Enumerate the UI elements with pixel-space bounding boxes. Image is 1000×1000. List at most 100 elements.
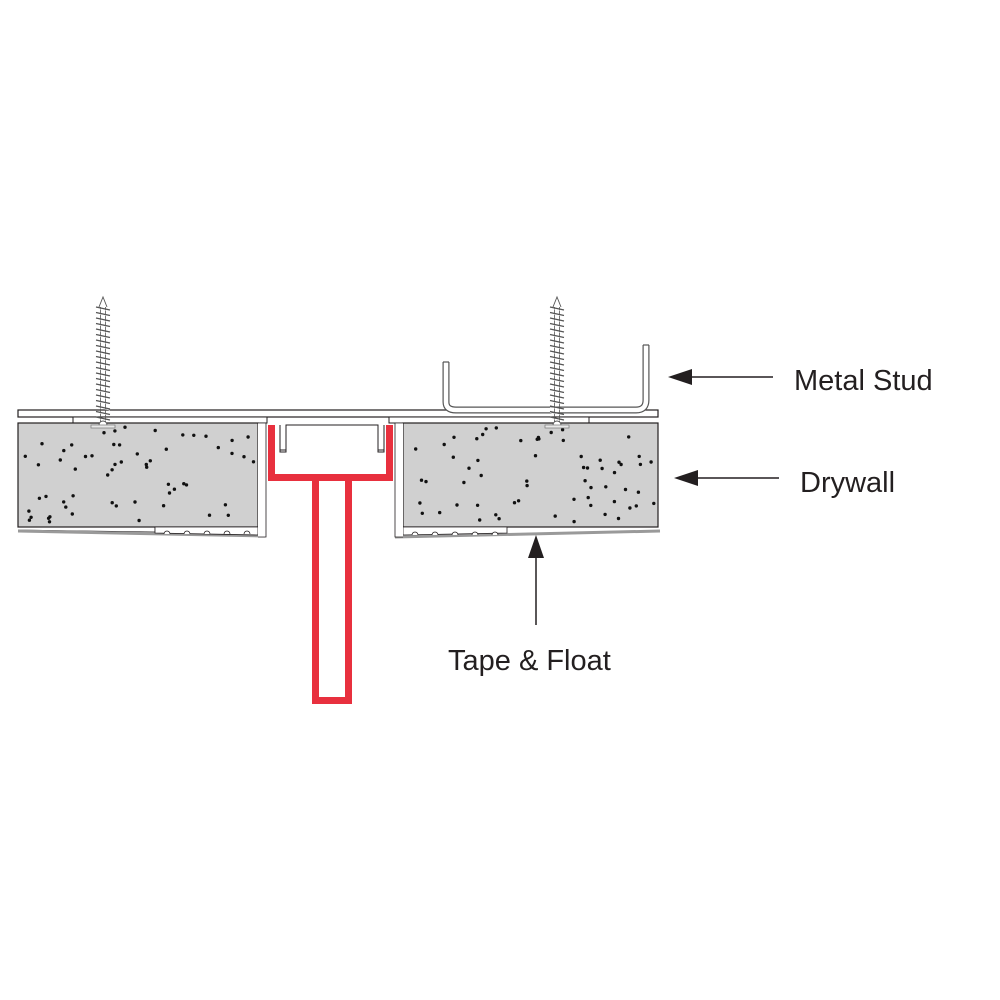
speckle-dot [451,455,455,459]
speckle-dot [144,462,148,467]
speckle-dot [627,435,631,439]
speckle-dot [230,451,234,456]
speckle-dot [419,478,424,482]
label-tape-float: Tape & Float [448,645,611,677]
tape-bump [243,530,251,535]
tape-bump [203,530,211,535]
tape-bump [431,531,439,536]
speckle-dot [223,503,228,507]
speckle-dot [612,470,617,475]
speckle-dot [652,501,656,506]
speckle-dot [598,458,602,462]
drywall-arrow [674,470,779,486]
speckle-dot [242,455,246,459]
speckle-dot [46,516,51,520]
tape-bump [471,531,479,536]
speckle-dot [40,442,44,446]
label-drywall: Drywall [800,467,895,499]
speckle-dot [145,465,149,469]
speckle-dot [62,448,66,453]
speckle-dot [637,454,641,459]
speckle-dot [525,483,529,488]
speckle-dot [36,463,41,467]
speckle-dot [135,452,139,456]
screw-left [90,295,116,429]
speckle-dot [73,467,78,471]
speckle-dot [47,520,52,524]
tape-bump [451,531,459,536]
speckle-dot [623,487,628,492]
drywall-left [17,422,259,528]
tape-float-right [394,422,661,539]
speckle-dot [467,466,471,470]
speckle-dot [110,468,114,472]
speckle-dot [617,460,621,464]
speckle-dot [133,500,137,504]
speckle-dot [494,426,498,430]
speckle-dot [589,503,593,508]
speckle-dot [113,462,117,467]
speckle-dot [23,454,27,458]
speckle-dot [44,494,48,499]
speckle-dot [172,487,177,491]
speckle-dot [420,511,424,515]
speckle-dot [497,517,501,521]
drywall-left-speckles [23,425,256,524]
speckle-dot [479,473,483,478]
speckle-dot [123,425,127,429]
speckle-dot [484,427,488,431]
speckle-dot [167,491,172,495]
speckle-dot [192,433,196,437]
speckle-dot [64,505,68,509]
speckle-dot [604,485,608,489]
speckle-dot [58,458,62,462]
speckle-dot [579,454,583,459]
speckle-dot [119,460,124,464]
speckle-dot [494,513,498,517]
speckle-dot [70,512,75,516]
speckle-dot [137,518,141,523]
speckle-dot [414,447,418,451]
speckle-dot [553,514,557,518]
speckle-dot [29,515,33,519]
speckle-dot [572,497,576,501]
tape-float-arrow [528,535,544,625]
speckle-dot [452,435,456,439]
tape-bump [183,530,191,535]
speckle-dot [583,479,587,483]
speckle-dot [475,437,479,441]
speckle-dot [70,443,74,447]
speckle-dot [455,503,459,507]
speckle-dot [71,494,75,498]
speckle-dot [102,431,106,435]
drywall-right [402,422,659,528]
speckle-dot [475,503,480,507]
reveal-trim [268,424,393,704]
speckle-dot [181,433,185,437]
speckle-dot [90,454,94,458]
speckle-dot [560,428,565,432]
speckle-dot [519,438,523,443]
speckle-dot [184,483,189,487]
speckle-dot [106,473,110,477]
speckle-dot [27,518,32,522]
speckle-dot [204,434,208,438]
speckle-dot [164,447,168,451]
tape-bump [163,530,171,535]
speckle-dot [481,432,485,437]
speckle-dot [117,443,122,447]
speckle-dot [83,454,88,459]
speckle-dot [476,458,480,463]
speckle-dot [114,504,119,508]
speckle-dot [616,516,621,521]
metal-stud-arrow [668,369,773,385]
tape-bump [223,530,231,535]
speckle-dot [638,462,643,467]
speckle-dot [619,462,623,467]
speckle-dot [585,466,590,470]
speckle-dot [628,506,632,510]
speckle-dot [166,482,171,486]
speckle-dot [581,465,586,470]
speckle-dot [37,496,42,500]
